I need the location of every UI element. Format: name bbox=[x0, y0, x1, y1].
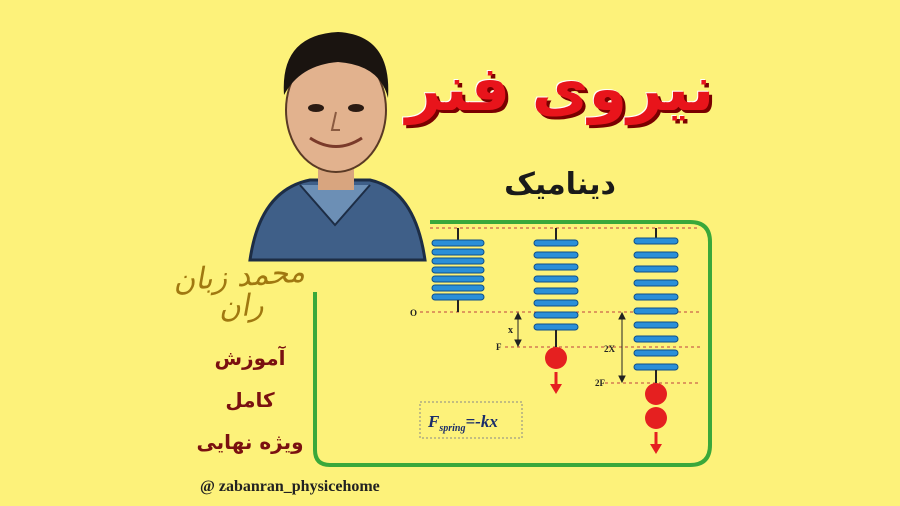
label-f: F bbox=[496, 342, 502, 352]
formula-f: F bbox=[427, 412, 440, 431]
tag-complete: کامل bbox=[225, 388, 275, 412]
ball bbox=[645, 383, 667, 405]
title: نیروی فنر bbox=[405, 52, 715, 125]
formula-rhs: =-kx bbox=[465, 412, 498, 431]
portrait bbox=[248, 32, 427, 262]
social-handle: @ zabanran_physicehome bbox=[200, 478, 380, 495]
tag-training: آموزش bbox=[214, 346, 286, 370]
label-origin: O bbox=[410, 308, 417, 318]
formula-box bbox=[419, 401, 523, 439]
two-x-arrow bbox=[618, 311, 626, 384]
spring-stretched-2x bbox=[633, 228, 679, 454]
signature: محمد زبان ران bbox=[171, 254, 307, 326]
ball bbox=[545, 347, 567, 369]
subtitle: دینامیک bbox=[504, 167, 616, 202]
x-arrow bbox=[514, 311, 522, 348]
label-2f: 2F bbox=[595, 378, 606, 388]
spring-stretched-x bbox=[533, 228, 579, 394]
label-x: x bbox=[508, 325, 513, 336]
tag-final-exam: ویژه نهایی bbox=[196, 430, 304, 454]
diagram-frame bbox=[313, 220, 712, 467]
formula: Fspring=-kx bbox=[427, 412, 498, 434]
label-2x: 2X bbox=[604, 344, 616, 354]
spring-rest bbox=[431, 228, 485, 312]
formula-sub: spring bbox=[438, 423, 465, 434]
ball bbox=[645, 407, 667, 429]
